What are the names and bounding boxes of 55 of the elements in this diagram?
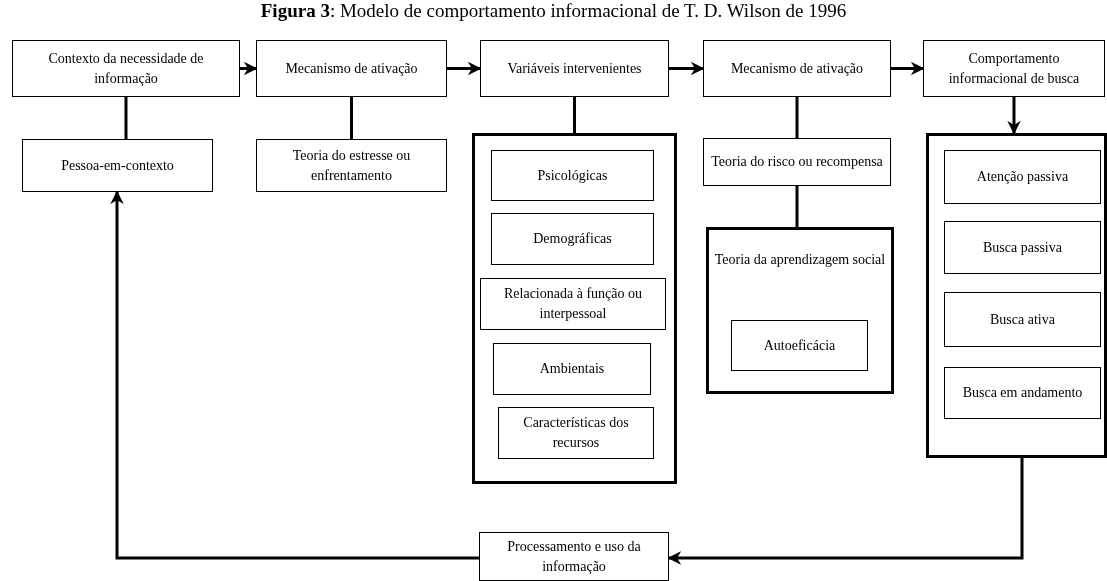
box-label: Comportamento informacional de busca	[947, 49, 1081, 88]
box-label: Teoria da aprendizagem social	[714, 251, 886, 269]
box-label: Atenção passiva	[976, 168, 1069, 186]
box-label: Contexto da necessidade de informação	[47, 49, 205, 88]
box-label: Teoria do risco ou recompensa	[711, 153, 883, 171]
process-box	[479, 532, 669, 581]
box-label: Características dos recursos	[522, 414, 630, 452]
group-box	[706, 227, 894, 394]
box-label: Mecanismo de ativação	[285, 59, 418, 78]
arrow	[1007, 97, 1021, 135]
connector-line	[350, 97, 353, 139]
process-box	[256, 139, 447, 192]
process-box	[944, 150, 1101, 204]
process-box	[22, 139, 213, 192]
box-label: Processamento e uso da informação	[506, 537, 642, 576]
box-label: Variáveis intervenientes	[507, 59, 642, 78]
process-box	[12, 40, 240, 97]
process-box	[944, 367, 1101, 419]
process-box	[923, 40, 1105, 97]
box-label: Teoria do estresse ou enfrentamento	[291, 146, 412, 185]
process-box	[480, 278, 666, 330]
process-box	[480, 40, 669, 97]
process-box	[491, 213, 654, 265]
group-box	[472, 133, 677, 484]
process-box	[703, 40, 891, 97]
box-label: Busca ativa	[990, 310, 1055, 329]
box-label: Psicológicas	[537, 166, 608, 185]
process-box	[944, 292, 1101, 347]
process-box	[703, 138, 891, 186]
arrow	[110, 190, 479, 560]
connector-line	[573, 97, 576, 133]
arrow	[669, 61, 705, 76]
process-box	[493, 343, 651, 395]
process-box	[491, 150, 654, 201]
process-box	[731, 320, 868, 371]
box-label: Autoeficácia	[763, 336, 836, 355]
box-label: Busca em andamento	[962, 384, 1083, 402]
box-label: Mecanismo de ativação	[730, 59, 864, 78]
connector-line	[795, 186, 799, 227]
box-label: Relacionada à função ou interpessoal	[503, 285, 643, 323]
connector-line	[124, 97, 128, 139]
arrow	[240, 61, 258, 76]
process-box	[498, 407, 654, 459]
arrow	[891, 61, 925, 76]
arrow	[667, 458, 1024, 565]
box-label: Busca passiva	[983, 238, 1062, 257]
figure-title: Figura 3: Modelo de comportamento informacional de T. D. Wilson de 1996	[259, 0, 848, 22]
connector-line	[795, 97, 799, 138]
process-box	[944, 221, 1101, 274]
arrow	[447, 61, 482, 76]
box-label: Ambientais	[539, 360, 605, 378]
group-box	[926, 133, 1107, 458]
box-label: Pessoa-em-contexto	[61, 156, 174, 175]
process-box	[256, 40, 447, 97]
box-label: Demográficas	[533, 230, 612, 248]
